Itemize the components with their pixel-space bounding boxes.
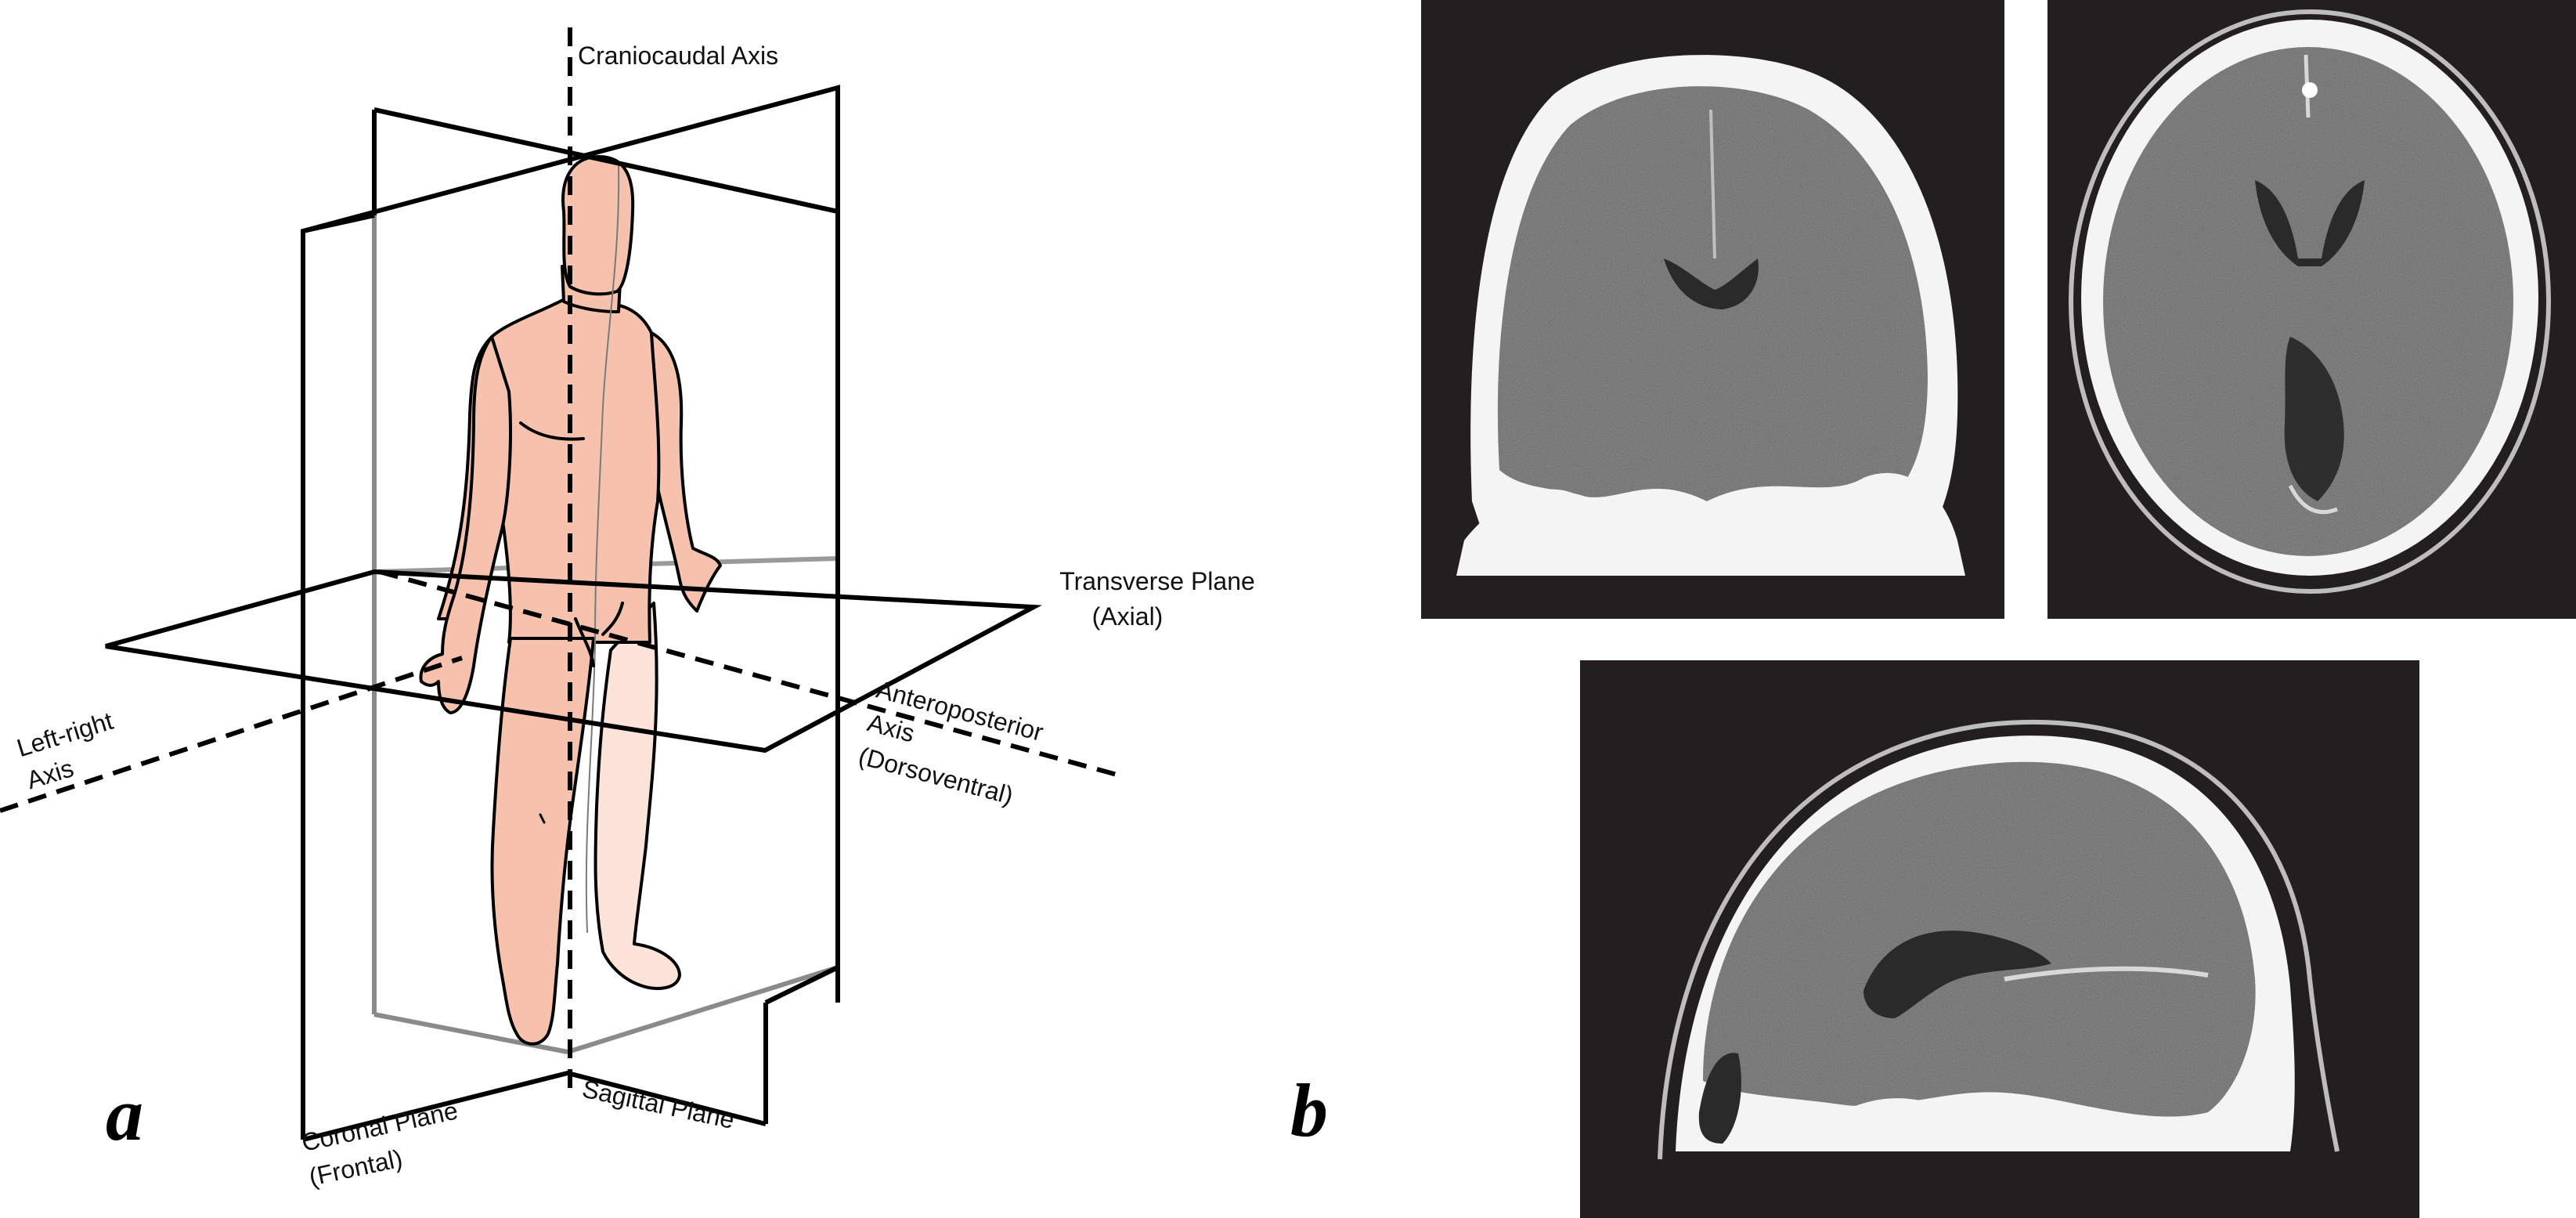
transverse-plane-label: Transverse Plane (Axial) (1059, 567, 1255, 631)
sagittal-sinus (1698, 1053, 1741, 1144)
coronal-plane-bottom-back-edge (373, 1012, 568, 1054)
coronal-skull-base (1456, 472, 1965, 576)
head (561, 155, 635, 296)
ct-sagittal-scan (1580, 660, 2419, 1218)
left-right-axis-label: Left-right Axis (13, 707, 116, 795)
axial-occipital-lesion (2284, 337, 2344, 501)
anteroposterior-axis (379, 569, 1120, 778)
axial-ventricles (2255, 180, 2365, 266)
anteroposterior-axis-label: Anteroposterior Axis (Dorsoventral) (856, 675, 1047, 810)
panel-b: b (1290, 0, 2576, 1218)
craniocaudal-axis-label: Craniocaudal Axis (578, 42, 778, 70)
pelvis-line (574, 602, 624, 667)
panel-a: Craniocaudal Axis Transverse Plane (Axia… (0, 27, 1255, 1191)
body-midline (585, 164, 620, 933)
coronal-plane-top-back (302, 110, 377, 233)
sagittal-tentorium (2004, 966, 2209, 981)
panel-label-a: a (106, 1072, 143, 1156)
knee-mark (539, 813, 546, 824)
human-figure (419, 155, 722, 1046)
sagittal-plane-label: Sagittal Plane (580, 1075, 738, 1134)
right-leg (490, 637, 595, 1046)
left-leg (593, 602, 681, 990)
sagittal-bottom-back-edge (567, 965, 839, 1054)
panel-label-b: b (1290, 1068, 1328, 1152)
left-arm (419, 335, 512, 714)
coronal-plane-label: Coronal Plane (Frontal) (299, 1096, 460, 1191)
svg-text:Transverse Plane: Transverse Plane (1059, 567, 1255, 595)
svg-text:Left-right: Left-right (13, 707, 116, 762)
sagittal-plane-near-edge (764, 965, 839, 1005)
sagittal-ventricle (1863, 931, 2051, 1018)
svg-text:Axis: Axis (864, 708, 918, 747)
left-right-axis (0, 656, 463, 813)
axial-calcification (2302, 82, 2318, 98)
coronal-ventricles (1664, 258, 1759, 309)
sagittal-scalp (1658, 719, 2340, 1160)
transverse-plane (105, 569, 1042, 754)
coronal-midline (1709, 109, 1716, 259)
axes (0, 27, 1120, 1093)
right-arm (650, 331, 722, 613)
axial-brain (2103, 47, 2513, 556)
axial-scalp (2069, 9, 2551, 594)
chest-line (519, 421, 585, 441)
svg-text:(Axial): (Axial) (1092, 602, 1164, 631)
svg-text:(Dorsoventral): (Dorsoventral) (856, 742, 1016, 810)
ct-axial-scan (2047, 0, 2576, 619)
sagittal-skull-base (1683, 1098, 2177, 1151)
ct-coronal-scan (1421, 0, 2004, 619)
